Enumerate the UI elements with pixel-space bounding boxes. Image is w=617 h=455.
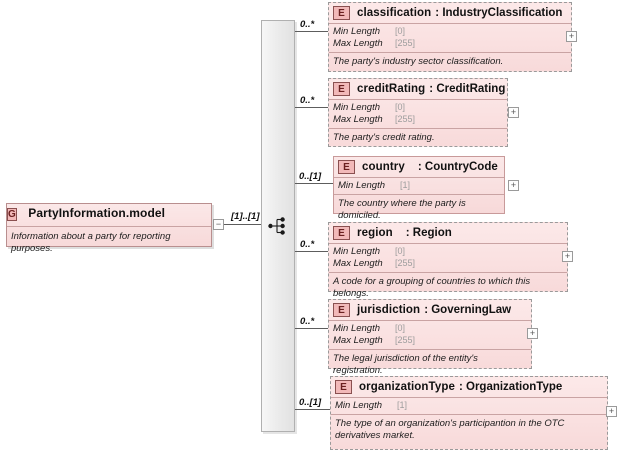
element-type-classification: : IndustryClassification xyxy=(435,7,563,19)
facet-row: Min Length [0] xyxy=(333,26,406,37)
element-documentation-region: A code for a grouping of countries to wh… xyxy=(333,276,531,299)
facet-row: Min Length [0] xyxy=(333,246,406,257)
expand-toggle-creditrating[interactable]: + xyxy=(508,107,519,118)
connector-group-to-sequence xyxy=(224,224,261,225)
element-name-jurisdiction: jurisdiction xyxy=(357,304,421,316)
facet-row: Min Length [1] xyxy=(335,400,408,411)
facets-classification: Min Length [0] Max Length [255] xyxy=(329,24,571,53)
element-documentation-creditrating: The party's credit rating. xyxy=(333,132,435,143)
element-type-creditrating: : CreditRating xyxy=(429,83,506,95)
facet-row: Max Length [255] xyxy=(333,38,416,49)
element-documentation-classification: The party's industry sector classificati… xyxy=(333,56,504,67)
group-node-name: PartyInformation.model xyxy=(28,206,166,220)
element-documentation-jurisdiction: The legal jurisdiction of the entity's r… xyxy=(333,353,478,376)
element-node-country[interactable]: E country : CountryCode Min Length [1] T… xyxy=(333,156,505,221)
element-header-country: E country : CountryCode xyxy=(334,157,504,178)
facets-region: Min Length [0] Max Length [255] xyxy=(329,244,567,273)
element-node-region[interactable]: E region : Region Min Length [0] Max Len… xyxy=(328,222,568,299)
element-node-classification[interactable]: E classification : IndustryClassificatio… xyxy=(328,2,572,72)
facets-creditrating: Min Length [0] Max Length [255] xyxy=(329,100,507,129)
expand-toggle-country[interactable]: + xyxy=(508,180,519,191)
element-name-region: region xyxy=(357,227,393,239)
element-header-jurisdiction: E jurisdiction : GoverningLaw xyxy=(329,300,531,321)
element-header-classification: E classification : IndustryClassificatio… xyxy=(329,3,571,24)
cardinality-group: [1]..[1] xyxy=(231,211,260,222)
expand-toggle-region[interactable]: + xyxy=(562,251,573,262)
cardinality-country: 0..[1] xyxy=(299,171,322,182)
connector-to-organizationtype xyxy=(295,409,330,410)
group-badge-icon: G xyxy=(7,208,17,221)
facet-row: Max Length [255] xyxy=(333,335,416,346)
element-type-organizationtype: : OrganizationType xyxy=(458,381,563,393)
element-header-region: E region : Region xyxy=(329,223,567,244)
element-name-country: country xyxy=(362,161,405,173)
expand-toggle-organizationtype[interactable]: + xyxy=(606,406,617,417)
element-badge-icon: E xyxy=(333,226,350,240)
element-name-organizationtype: organizationType xyxy=(359,381,455,393)
cardinality-organizationtype: 0..[1] xyxy=(299,397,322,408)
facets-organizationtype: Min Length [1] xyxy=(331,398,607,415)
cardinality-jurisdiction: 0..* xyxy=(300,316,315,327)
element-badge-icon: E xyxy=(333,82,350,96)
facet-row: Min Length [1] xyxy=(338,180,411,191)
cardinality-creditrating: 0..* xyxy=(300,95,315,106)
element-documentation-country: The country where the party is domiciled… xyxy=(338,198,466,221)
element-documentation-organizationtype: The type of an organization's participan… xyxy=(335,418,565,441)
sequence-icon xyxy=(268,217,285,235)
facets-country: Min Length [1] xyxy=(334,178,504,195)
element-type-country: : CountryCode xyxy=(417,161,498,173)
group-collapse-toggle[interactable]: − xyxy=(213,219,224,230)
element-badge-icon: E xyxy=(335,380,352,394)
facet-row: Max Length [255] xyxy=(333,114,416,125)
expand-toggle-jurisdiction[interactable]: + xyxy=(527,328,538,339)
connector-to-jurisdiction xyxy=(295,328,328,329)
connector-to-classification xyxy=(295,31,328,32)
element-header-creditrating: E creditRating : CreditRating xyxy=(329,79,507,100)
connector-to-creditrating xyxy=(295,107,328,108)
facets-jurisdiction: Min Length [0] Max Length [255] xyxy=(329,321,531,350)
cardinality-classification: 0..* xyxy=(300,19,315,30)
element-name-creditrating: creditRating xyxy=(357,83,426,95)
expand-toggle-classification[interactable]: + xyxy=(566,31,577,42)
facet-row: Min Length [0] xyxy=(333,323,406,334)
connector-to-country xyxy=(295,183,333,184)
element-badge-icon: E xyxy=(333,6,350,20)
group-node-partyinformation-model[interactable]: G PartyInformation.model Information abo… xyxy=(6,203,212,254)
element-type-jurisdiction: : GoverningLaw xyxy=(424,304,512,316)
element-header-organizationtype: E organizationType : OrganizationType xyxy=(331,377,607,398)
element-badge-icon: E xyxy=(338,160,355,174)
element-badge-icon: E xyxy=(333,303,350,317)
cardinality-region: 0..* xyxy=(300,239,315,250)
facet-row: Min Length [0] xyxy=(333,102,406,113)
element-node-creditrating[interactable]: E creditRating : CreditRating Min Length… xyxy=(328,78,508,147)
connector-to-region xyxy=(295,251,328,252)
element-node-jurisdiction[interactable]: E jurisdiction : GoverningLaw Min Length… xyxy=(328,299,532,376)
element-type-region: : Region xyxy=(405,227,452,239)
element-name-classification: classification xyxy=(357,7,432,19)
facet-row: Max Length [255] xyxy=(333,258,416,269)
element-node-organizationtype[interactable]: E organizationType : OrganizationType Mi… xyxy=(330,376,608,450)
group-node-header: G PartyInformation.model xyxy=(7,204,211,227)
group-node-documentation: Information about a party for reporting … xyxy=(11,231,171,254)
